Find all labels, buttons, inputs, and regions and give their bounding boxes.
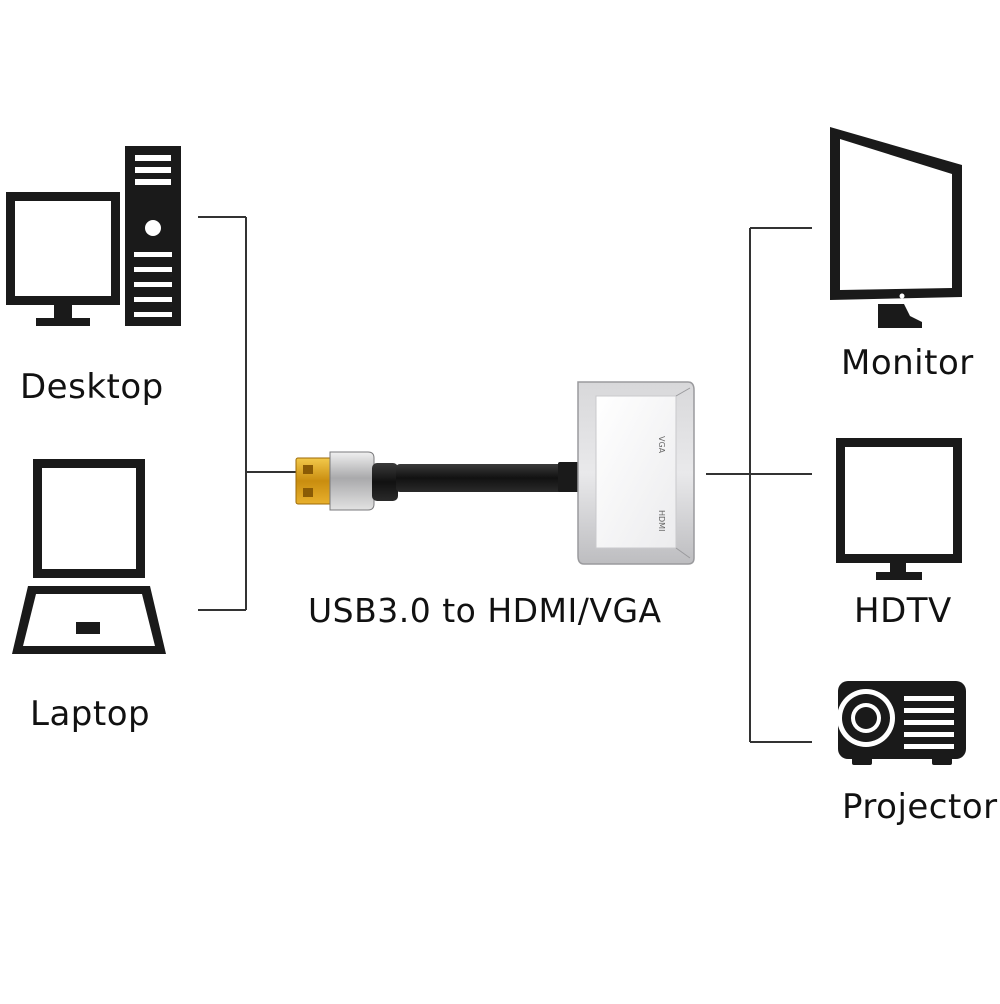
usb-cable	[396, 462, 580, 492]
laptop-icon	[12, 459, 166, 654]
right-connector-lines	[706, 227, 812, 743]
usb-plug-icon	[295, 451, 398, 511]
monitor-icon	[830, 127, 962, 328]
adapter-box: VGA HDMI	[577, 381, 695, 565]
projector-icon	[837, 681, 966, 765]
left-connector-lines	[198, 216, 296, 611]
hdtv-icon	[836, 438, 962, 580]
adapter-hdmi-port-label: HDMI	[657, 510, 666, 531]
desktop-tower-icon	[125, 146, 181, 326]
laptop-label: Laptop	[30, 694, 151, 734]
desktop-label: Desktop	[20, 367, 164, 407]
hdtv-label: HDTV	[854, 591, 952, 631]
projector-label: Projector	[842, 787, 998, 827]
monitor-label: Monitor	[841, 343, 974, 383]
desktop-monitor-icon	[6, 192, 120, 326]
adapter-label: USB3.0 to HDMI/VGA	[308, 591, 662, 630]
adapter-vga-port-label: VGA	[657, 436, 666, 454]
